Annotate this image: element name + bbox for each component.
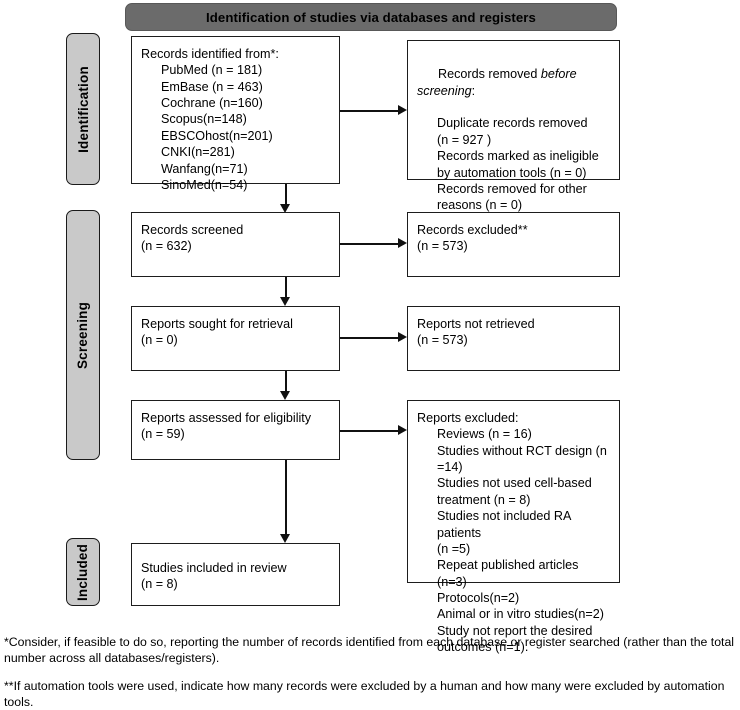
node-reports-sought: Reports sought for retrieval (n = 0) [131, 306, 340, 371]
reports-not-retrieved-line2: (n = 573) [417, 333, 468, 348]
records-screened-line1: Records screened [141, 223, 244, 237]
reports-excluded-item: Repeat published articles (n=3) [437, 558, 582, 589]
records-identified-item: Scopus(n=148) [161, 112, 247, 127]
node-records-screened: Records screened (n = 632) [131, 212, 340, 277]
records-removed-item: by automation tools (n = 0) [437, 165, 587, 180]
phase-label-identification: Identification [75, 65, 91, 153]
records-identified-item: Cochrane (n=160) [161, 96, 263, 111]
connector-sought-to-assessed-line [285, 371, 287, 394]
reports-excluded-item: (n =5) [437, 541, 471, 556]
connector-assessed-to-excluded-arrow [398, 425, 407, 435]
connector-sought-to-not-retrieved-arrow [398, 332, 407, 342]
phase-bar-included: Included [66, 538, 100, 606]
records-identified-item: EBSCOhost(n=201) [161, 128, 273, 143]
diagram-banner: Identification of studies via databases … [125, 3, 617, 31]
connector-assessed-to-excluded-line [340, 430, 399, 432]
node-records-removed: Records removed before screening: Duplic… [407, 40, 620, 212]
reports-excluded-title: Reports excluded: [417, 411, 519, 425]
reports-sought-line2: (n = 0) [141, 333, 178, 348]
studies-included-line2: (n = 8) [141, 577, 178, 592]
connector-identified-to-removed-line [340, 110, 399, 112]
records-removed-title-suffix: : [471, 83, 476, 98]
node-records-identified: Records identified from*: PubMed (n = 18… [131, 36, 340, 192]
node-records-excluded: Records excluded** (n = 573) [407, 212, 620, 277]
phase-bar-screening: Screening [66, 210, 100, 460]
node-reports-not-retrieved: Reports not retrieved (n = 573) [407, 306, 620, 371]
records-identified-item: PubMed (n = 181) [161, 63, 263, 78]
records-identified-item: CNKI(n=281) [161, 145, 235, 160]
footnote-automation: **If automation tools were used, indicat… [4, 679, 725, 710]
node-reports-assessed: Reports assessed for eligibility (n = 59… [131, 400, 340, 460]
records-identified-item: EmBase (n = 463) [161, 79, 263, 94]
phase-bar-identification: Identification [66, 33, 100, 185]
records-removed-item: Records marked as ineligible [437, 149, 599, 164]
records-removed-item: Records removed for other [437, 181, 587, 196]
footnote-consider: *Consider, if feasible to do so, reporti… [4, 635, 735, 666]
reports-not-retrieved-line1: Reports not retrieved [417, 317, 535, 331]
records-identified-item: SinoMed(n=54) [161, 177, 248, 192]
reports-excluded-item: Reviews (n = 16) [437, 427, 532, 442]
records-screened-line2: (n = 632) [141, 239, 192, 254]
phase-label-screening: Screening [75, 301, 91, 369]
connector-sought-to-assessed-arrow [280, 391, 290, 400]
records-removed-title-emphasis: before screening [417, 67, 581, 98]
records-removed-item: (n = 927 ) [437, 132, 492, 147]
reports-excluded-item: outcomes (n=1). [437, 640, 529, 655]
reports-assessed-line2: (n = 59) [141, 427, 185, 442]
connector-assessed-to-included-line [285, 460, 287, 537]
records-removed-item: reasons (n = 0) [437, 198, 523, 213]
connector-screened-to-sought-arrow [280, 297, 290, 306]
reports-excluded-item: Animal or in vitro studies(n=2) [437, 607, 604, 622]
connector-sought-to-not-retrieved-line [340, 337, 399, 339]
records-removed-title-prefix: Records removed [438, 67, 541, 82]
connector-identified-to-screened-line [285, 184, 287, 207]
reports-assessed-line1: Reports assessed for eligibility [141, 411, 312, 425]
connector-identified-to-removed-arrow [398, 105, 407, 115]
node-studies-included: Studies included in review (n = 8) [131, 543, 340, 606]
reports-excluded-item: treatment (n = 8) [437, 492, 531, 507]
connector-screened-to-excluded-line [340, 243, 399, 245]
records-removed-item: Duplicate records removed [437, 116, 588, 131]
reports-excluded-item: Studies not used cell-based [437, 476, 592, 491]
records-removed-title: Records removed before screening: [417, 50, 610, 115]
records-excluded-line1: Records excluded** [417, 223, 528, 237]
records-identified-item: Wanfang(n=71) [161, 161, 248, 176]
node-reports-excluded-detail: Reports excluded: Reviews (n = 16) Studi… [407, 400, 620, 654]
connector-screened-to-excluded-arrow [398, 238, 407, 248]
reports-excluded-item: =14) [437, 460, 463, 475]
reports-excluded-item: Studies not included RA patients [437, 509, 575, 540]
reports-excluded-item: Studies without RCT design (n [437, 443, 607, 458]
reports-excluded-item: Study not report the desired [437, 623, 593, 638]
records-excluded-line2: (n = 573) [417, 239, 468, 254]
reports-excluded-item: Protocols(n=2) [437, 590, 520, 605]
connector-screened-to-sought-line [285, 277, 287, 300]
phase-label-included: Included [75, 543, 91, 601]
records-identified-title: Records identified from*: [141, 47, 279, 61]
reports-sought-line1: Reports sought for retrieval [141, 317, 293, 331]
studies-included-line1: Studies included in review [141, 561, 287, 575]
connector-assessed-to-included-arrow [280, 534, 290, 543]
banner-title: Identification of studies via databases … [206, 9, 536, 25]
connector-identified-to-screened-arrow [280, 204, 290, 213]
